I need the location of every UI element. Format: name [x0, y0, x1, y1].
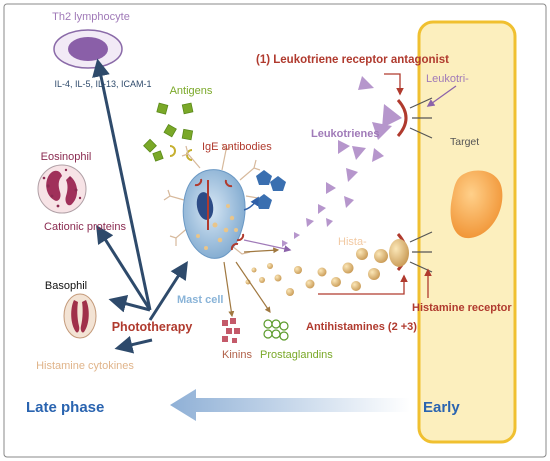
antihistamine-arrow	[318, 274, 408, 295]
mast-cell-icon	[163, 143, 261, 259]
leukotriene-receptor-icon	[396, 97, 433, 139]
cationic-label: Cationic proteins	[44, 221, 126, 233]
late-phase-label: Late phase	[26, 399, 104, 416]
prostaglandins-icon	[263, 319, 289, 341]
phototherapy-label: Phototherapy	[112, 320, 193, 334]
mediator-icon	[256, 170, 286, 209]
basophil-label: Basophil	[45, 280, 87, 292]
phototherapy-arrows	[92, 58, 188, 354]
mediator-arrow	[243, 196, 259, 211]
histamine-receptor-label: Histamine receptor	[412, 302, 512, 314]
histamine-cytokines-label: Histamine cytokines	[36, 360, 134, 372]
th2-label: Th2 lymphocyte	[52, 11, 130, 23]
leukotri-label: Leukotri-	[426, 73, 469, 85]
prostaglandins-arrow	[235, 261, 271, 313]
early-label: Early	[423, 399, 460, 416]
kinins-arrow	[223, 261, 235, 318]
histamine-granules	[245, 239, 409, 296]
hista-label: Hista-	[338, 236, 367, 248]
timeline-arrow	[170, 389, 410, 421]
leukotrienes-label: Leukotrienes	[311, 128, 379, 140]
leukotriene-release-arrow	[243, 239, 292, 253]
lt-antagonist-label: (1) Leukotriene receptor antagonist	[256, 54, 449, 66]
target-nucleus-icon	[450, 170, 503, 239]
target-label: Target	[450, 136, 479, 148]
eosinophil-label: Eosinophil	[41, 151, 92, 163]
leukotri-arrow	[426, 85, 457, 107]
kinins-icon	[222, 318, 240, 343]
antigen-icon	[143, 102, 194, 162]
basophil-icon	[63, 293, 97, 339]
mast-cell-label: Mast cell	[177, 294, 223, 306]
antihistamines-label: Antihistamines (2 +3)	[306, 321, 417, 333]
lt-antagonist-arrow	[384, 73, 404, 96]
leukotriene-molecules	[282, 76, 402, 247]
ige-icon	[169, 145, 193, 161]
histamine-release-arrow	[243, 247, 280, 254]
prostaglandins-label: Prostaglandins	[260, 349, 333, 361]
ige-label: IgE antibodies	[202, 141, 272, 153]
interleukins-label: IL-4, IL-5, IL-13, ICAM-1	[54, 79, 151, 89]
eosinophil-icon	[37, 164, 87, 214]
antigens-label: Antigens	[170, 85, 213, 97]
th2-cell-icon	[53, 29, 123, 69]
kinins-label: Kinins	[222, 349, 252, 361]
